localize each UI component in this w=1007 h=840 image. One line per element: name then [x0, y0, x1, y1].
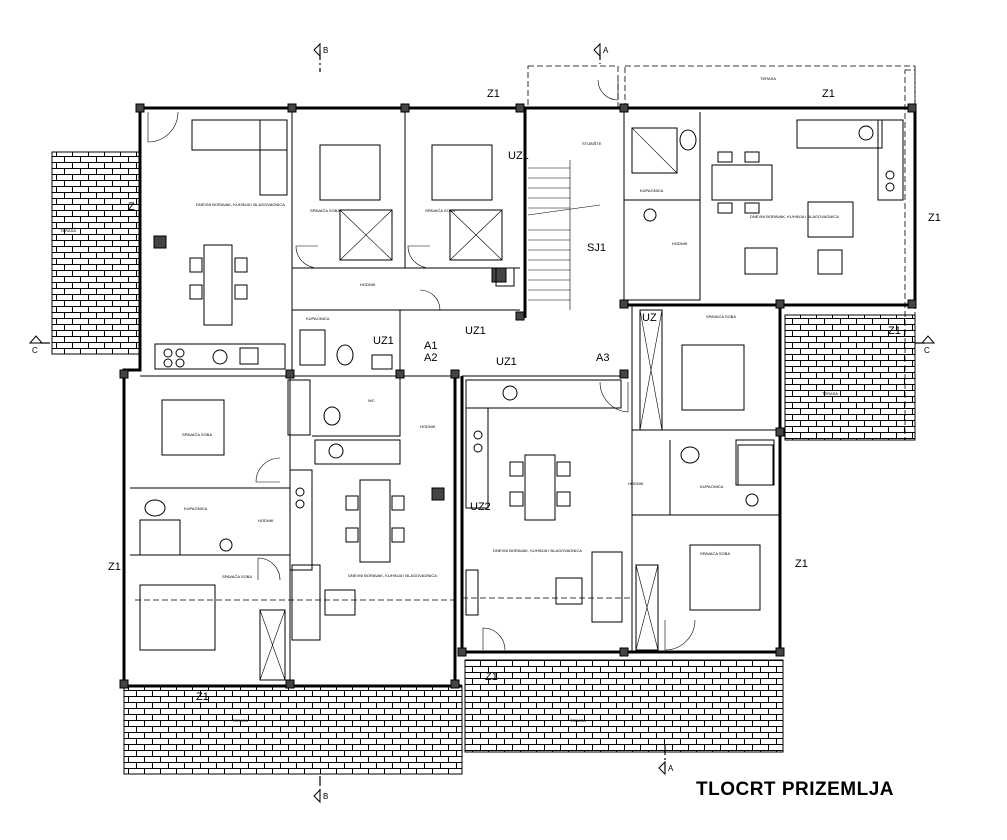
- tag-uz2: UZ2: [470, 501, 491, 513]
- drawing-title: TLOCRT PRIZEMLJA: [696, 779, 894, 800]
- room-label: SPAVAĆA SOBA: [700, 551, 730, 556]
- tag-uz1-1: UZ1: [508, 150, 529, 162]
- tag-z1-3: Z1: [928, 212, 941, 224]
- room-label: KUPAONICA: [700, 484, 724, 489]
- tag-z1-2: Z1: [822, 88, 835, 100]
- room-label: SPAVAĆA SOBA: [222, 574, 252, 579]
- room-label: HODNIK: [420, 424, 436, 429]
- interior-walls: [130, 112, 780, 680]
- room-label: STUBIŠTE: [582, 141, 602, 146]
- room-label: TERASA: [570, 718, 586, 723]
- section-label-c-left: C: [32, 346, 38, 355]
- room-label: DNEVNI BORAVAK, KUHINJA I BLAGOVAONICA: [493, 548, 582, 553]
- room-label: DNEVNI BORAVAK, KUHINJA I BLAGOVAONICA: [196, 202, 285, 207]
- room-label: HODNIK: [672, 241, 688, 246]
- room-label: KUPAONICA: [640, 188, 664, 193]
- stair-label-a1: A1: [424, 340, 437, 352]
- doors: [147, 79, 696, 651]
- stair-label-a3: A3: [596, 352, 609, 364]
- room-labels: DNEVNI BORAVAK, KUHINJA I BLAGOVAONICA S…: [60, 76, 839, 723]
- tag-sj1: SJ1: [587, 242, 606, 254]
- furniture: [139, 119, 904, 681]
- terrace-south-east: [464, 659, 784, 753]
- opening-tags: Z1 Z1 Z1 Z1 Z1 Z1 Z1 Z1 Z UZ1 UZ1 UZ1 UZ…: [32, 46, 941, 801]
- terraces: [51, 151, 916, 775]
- room-label: DNEVNI BORAVAK, KUHINJA I BLAGOVAONICA: [348, 573, 437, 578]
- room-label: HODNIK: [360, 282, 376, 287]
- tag-z1-1: Z1: [487, 88, 500, 100]
- room-label: SPAVAĆA SOBA: [706, 314, 736, 319]
- section-marker-c-right: [920, 335, 936, 344]
- tag-z1-7: Z1: [196, 691, 209, 703]
- staircase: [527, 160, 601, 310]
- section-marker-a-bottom: [658, 760, 666, 776]
- section-label-b-bottom: B: [323, 792, 328, 801]
- tag-uz1-3: UZ1: [373, 335, 394, 347]
- tag-uz1-4: UZ1: [496, 356, 517, 368]
- stair-label-a2: A2: [424, 352, 437, 364]
- room-label: TERASA: [232, 718, 248, 723]
- room-label: HODNIK: [628, 481, 644, 486]
- room-label: TERASA: [760, 76, 776, 81]
- room-label: TERASA: [60, 228, 76, 233]
- overhang-outlines: [135, 65, 916, 601]
- section-marker-a-top: [593, 42, 601, 58]
- room-label: SPAVAĆA SOBA: [425, 208, 455, 213]
- room-label: SPAVAĆA SOBA: [310, 208, 340, 213]
- room-label: KUPAONICA: [184, 506, 208, 511]
- room-label: SPAVAĆA SOBA: [182, 432, 212, 437]
- terrace-south-west: [123, 685, 463, 775]
- columns: [119, 103, 917, 689]
- tag-z1-6: Z1: [795, 558, 808, 570]
- section-label-a-top: A: [603, 46, 609, 55]
- section-label-a-bottom: A: [668, 764, 674, 773]
- room-label: KUPAONICA: [306, 316, 330, 321]
- tag-uz: UZ: [642, 312, 657, 324]
- tag-z1-4: Z1: [888, 325, 901, 337]
- section-label-b-top: B: [323, 46, 328, 55]
- section-label-c-right: C: [924, 346, 930, 355]
- tag-z1-5: Z1: [108, 561, 121, 573]
- room-label: DNEVNI BORAVAK, KUHINJA I BLAGOVAONICA: [750, 214, 839, 219]
- room-label: TERASA: [822, 391, 838, 396]
- room-label: WC: [368, 398, 375, 403]
- section-marker-c-left: [28, 335, 44, 344]
- tag-z: Z: [128, 201, 135, 213]
- section-marker-b-bottom: [313, 788, 321, 804]
- section-lines: [28, 42, 936, 804]
- terrace-east: [784, 314, 916, 441]
- section-marker-b-top: [313, 42, 321, 58]
- tag-uz1-2: UZ1: [465, 325, 486, 337]
- room-label: HODNIK: [258, 518, 274, 523]
- tag-z1-8: Z1: [485, 671, 498, 683]
- terrace-west: [51, 151, 141, 355]
